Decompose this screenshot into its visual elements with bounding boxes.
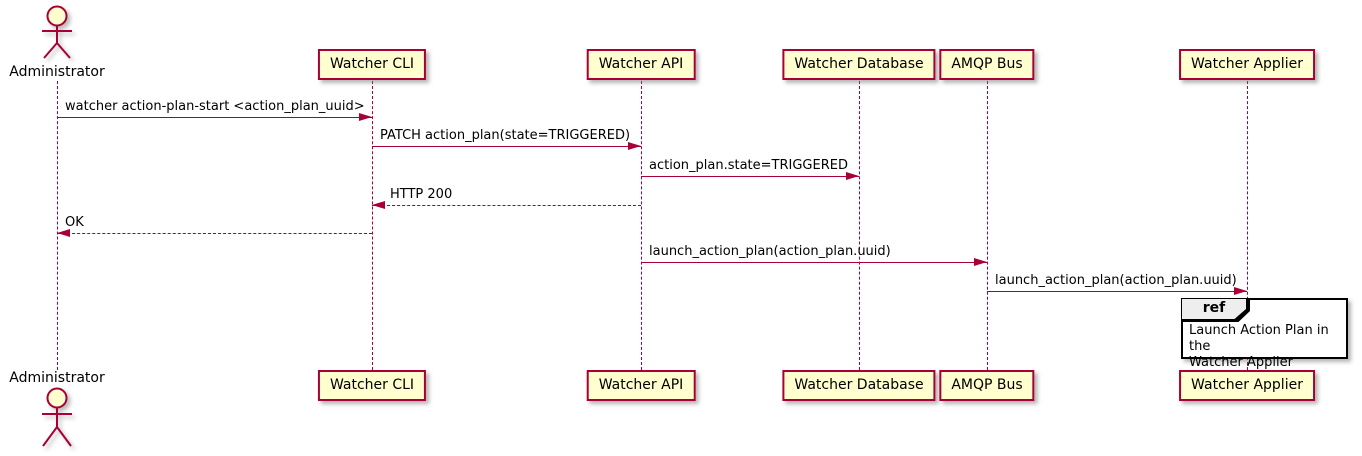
message-patch-action-plan: PATCH action_plan(state=TRIGGERED): [372, 128, 641, 150]
arrowhead-icon: [974, 258, 987, 266]
arrowhead-icon: [628, 142, 641, 150]
message-label: PATCH action_plan(state=TRIGGERED): [380, 128, 631, 143]
ref-text: Launch Action Plan in the Watcher Applie…: [1189, 323, 1344, 371]
participant-amqp-bus-top: AMQP Bus: [939, 49, 1035, 80]
arrowhead-icon: [846, 172, 859, 180]
message-label: launch_action_plan(action_plan.uuid): [995, 273, 1237, 288]
actor-administrator-label-top: Administrator: [9, 64, 105, 80]
participant-watcher-cli-bottom: Watcher CLI: [317, 370, 427, 401]
ref-text-line1: Launch Action Plan in the: [1189, 323, 1329, 354]
participant-amqp-bus-bottom: AMQP Bus: [939, 370, 1035, 401]
message-label: OK: [65, 215, 84, 230]
lifeline-administrator: [57, 81, 58, 370]
participant-watcher-applier-top: Watcher Applier: [1179, 49, 1315, 80]
message-label: watcher action-plan-start <action_plan_u…: [65, 99, 365, 114]
participant-watcher-database-top: Watcher Database: [782, 49, 936, 80]
message-action-plan-start: watcher action-plan-start <action_plan_u…: [57, 99, 372, 121]
lifeline-watcher-cli: [372, 81, 373, 370]
ref-keyword: ref: [1182, 299, 1246, 319]
participant-watcher-cli-top: Watcher CLI: [317, 49, 427, 80]
message-action-plan-state: action_plan.state=TRIGGERED: [641, 158, 859, 180]
message-label: launch_action_plan(action_plan.uuid): [649, 244, 891, 259]
participant-watcher-api-bottom: Watcher API: [586, 370, 696, 401]
message-label: action_plan.state=TRIGGERED: [649, 158, 848, 173]
arrowhead-icon: [1234, 287, 1247, 295]
arrowhead-icon: [57, 229, 70, 237]
message-http-200: HTTP 200: [372, 187, 641, 209]
stick-figure-icon: [42, 387, 72, 447]
lifeline-watcher-api: [641, 81, 642, 370]
arrowhead-icon: [359, 113, 372, 121]
ref-fragment: ref Launch Action Plan in the Watcher Ap…: [1181, 298, 1348, 370]
ref-text-line2: Watcher Applier: [1189, 355, 1293, 370]
participant-watcher-api-top: Watcher API: [586, 49, 696, 80]
message-label: HTTP 200: [390, 187, 453, 202]
message-launch-action-plan-api: launch_action_plan(action_plan.uuid): [641, 244, 987, 266]
actor-administrator-label-bottom: Administrator: [9, 370, 105, 386]
actor-administrator-figure-top: [31, 4, 83, 66]
ref-tab: ref: [1182, 299, 1250, 322]
participant-watcher-applier-bottom: Watcher Applier: [1179, 370, 1315, 401]
lifeline-watcher-applier: [1247, 81, 1248, 370]
lifeline-watcher-database: [859, 81, 860, 370]
message-launch-action-plan-amqp: launch_action_plan(action_plan.uuid): [987, 273, 1247, 295]
message-ok: OK: [57, 215, 372, 237]
lifeline-amqp-bus: [987, 81, 988, 370]
actor-administrator-figure-bottom: [31, 386, 83, 456]
stick-figure-icon: [42, 5, 72, 59]
arrowhead-icon: [372, 201, 385, 209]
participant-watcher-database-bottom: Watcher Database: [782, 370, 936, 401]
